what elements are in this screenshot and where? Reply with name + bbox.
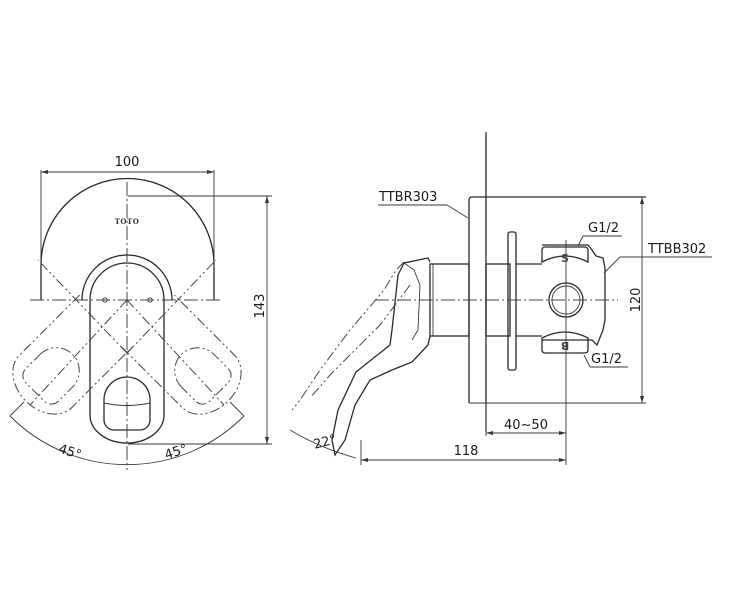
screw-hole (102, 297, 108, 303)
rotation-left-label: 45° (57, 442, 84, 463)
rotation-right-label: 45° (163, 442, 190, 463)
port-top-mark: S (561, 252, 569, 265)
arrow-icon (361, 458, 368, 462)
front-view: 100 143 TOTO (9, 155, 272, 470)
rotation-arc (9, 415, 245, 466)
arrow-icon (559, 431, 566, 435)
arrow-icon (265, 437, 269, 444)
dimension-height-label: 143 (253, 294, 268, 319)
leader-line (446, 204, 469, 219)
handle-rotated-right (121, 294, 242, 415)
arc-limit-line (229, 401, 245, 417)
handle-lever (89, 300, 165, 444)
cover-plate (468, 196, 646, 403)
handle-phantom-side (291, 261, 405, 411)
arrow-icon (559, 458, 566, 462)
thread-bottom-label: G1/2 (591, 352, 622, 367)
side-view: TTBR303 120 S B G1/2 G1/2 TTBB3 (289, 132, 712, 465)
top-port (541, 246, 589, 264)
arrow-icon (265, 196, 269, 203)
arrow-icon (207, 170, 214, 174)
cover-plate-model-label: TTBR303 (378, 190, 437, 205)
leader-line (577, 235, 584, 247)
valve-body (542, 244, 606, 347)
leader-line (583, 354, 591, 368)
angle-arc (289, 429, 357, 459)
dimension-width-label: 100 (115, 155, 140, 170)
thread-top-label: G1/2 (588, 221, 619, 236)
arrow-icon (41, 170, 48, 174)
mounting-flange (507, 231, 517, 371)
dimension-plate-height-label: 120 (629, 288, 644, 313)
phantom-line (126, 259, 217, 354)
handle-lever-side-detail (403, 262, 421, 341)
escutcheon-plate-outline (40, 177, 215, 300)
body-model-label: TTBB302 (647, 242, 706, 257)
arc-limit-line (9, 401, 25, 417)
arrow-icon (486, 431, 493, 435)
handle-angle-label: 22° (312, 432, 338, 452)
arrow-icon (640, 197, 644, 204)
phantom-line (37, 259, 128, 354)
screw-hole (147, 297, 153, 303)
handle-phantom-side (309, 284, 411, 399)
handle-lever-side (331, 257, 431, 457)
arrow-icon (640, 396, 644, 403)
port-bottom-mark: B (561, 339, 569, 352)
handle-rotated-left (12, 294, 133, 415)
dimension-wall-depth-label: 40~50 (504, 418, 548, 433)
handle-grip (103, 376, 151, 431)
leader-line (603, 256, 621, 274)
handle-ring-outer (81, 254, 173, 301)
dimension-projection-label: 118 (454, 444, 479, 459)
bottom-port (541, 331, 589, 354)
phantom-line (29, 299, 128, 406)
handle-grip-line (103, 402, 151, 406)
phantom-line (126, 299, 225, 406)
handle-ring-inner (89, 262, 165, 301)
